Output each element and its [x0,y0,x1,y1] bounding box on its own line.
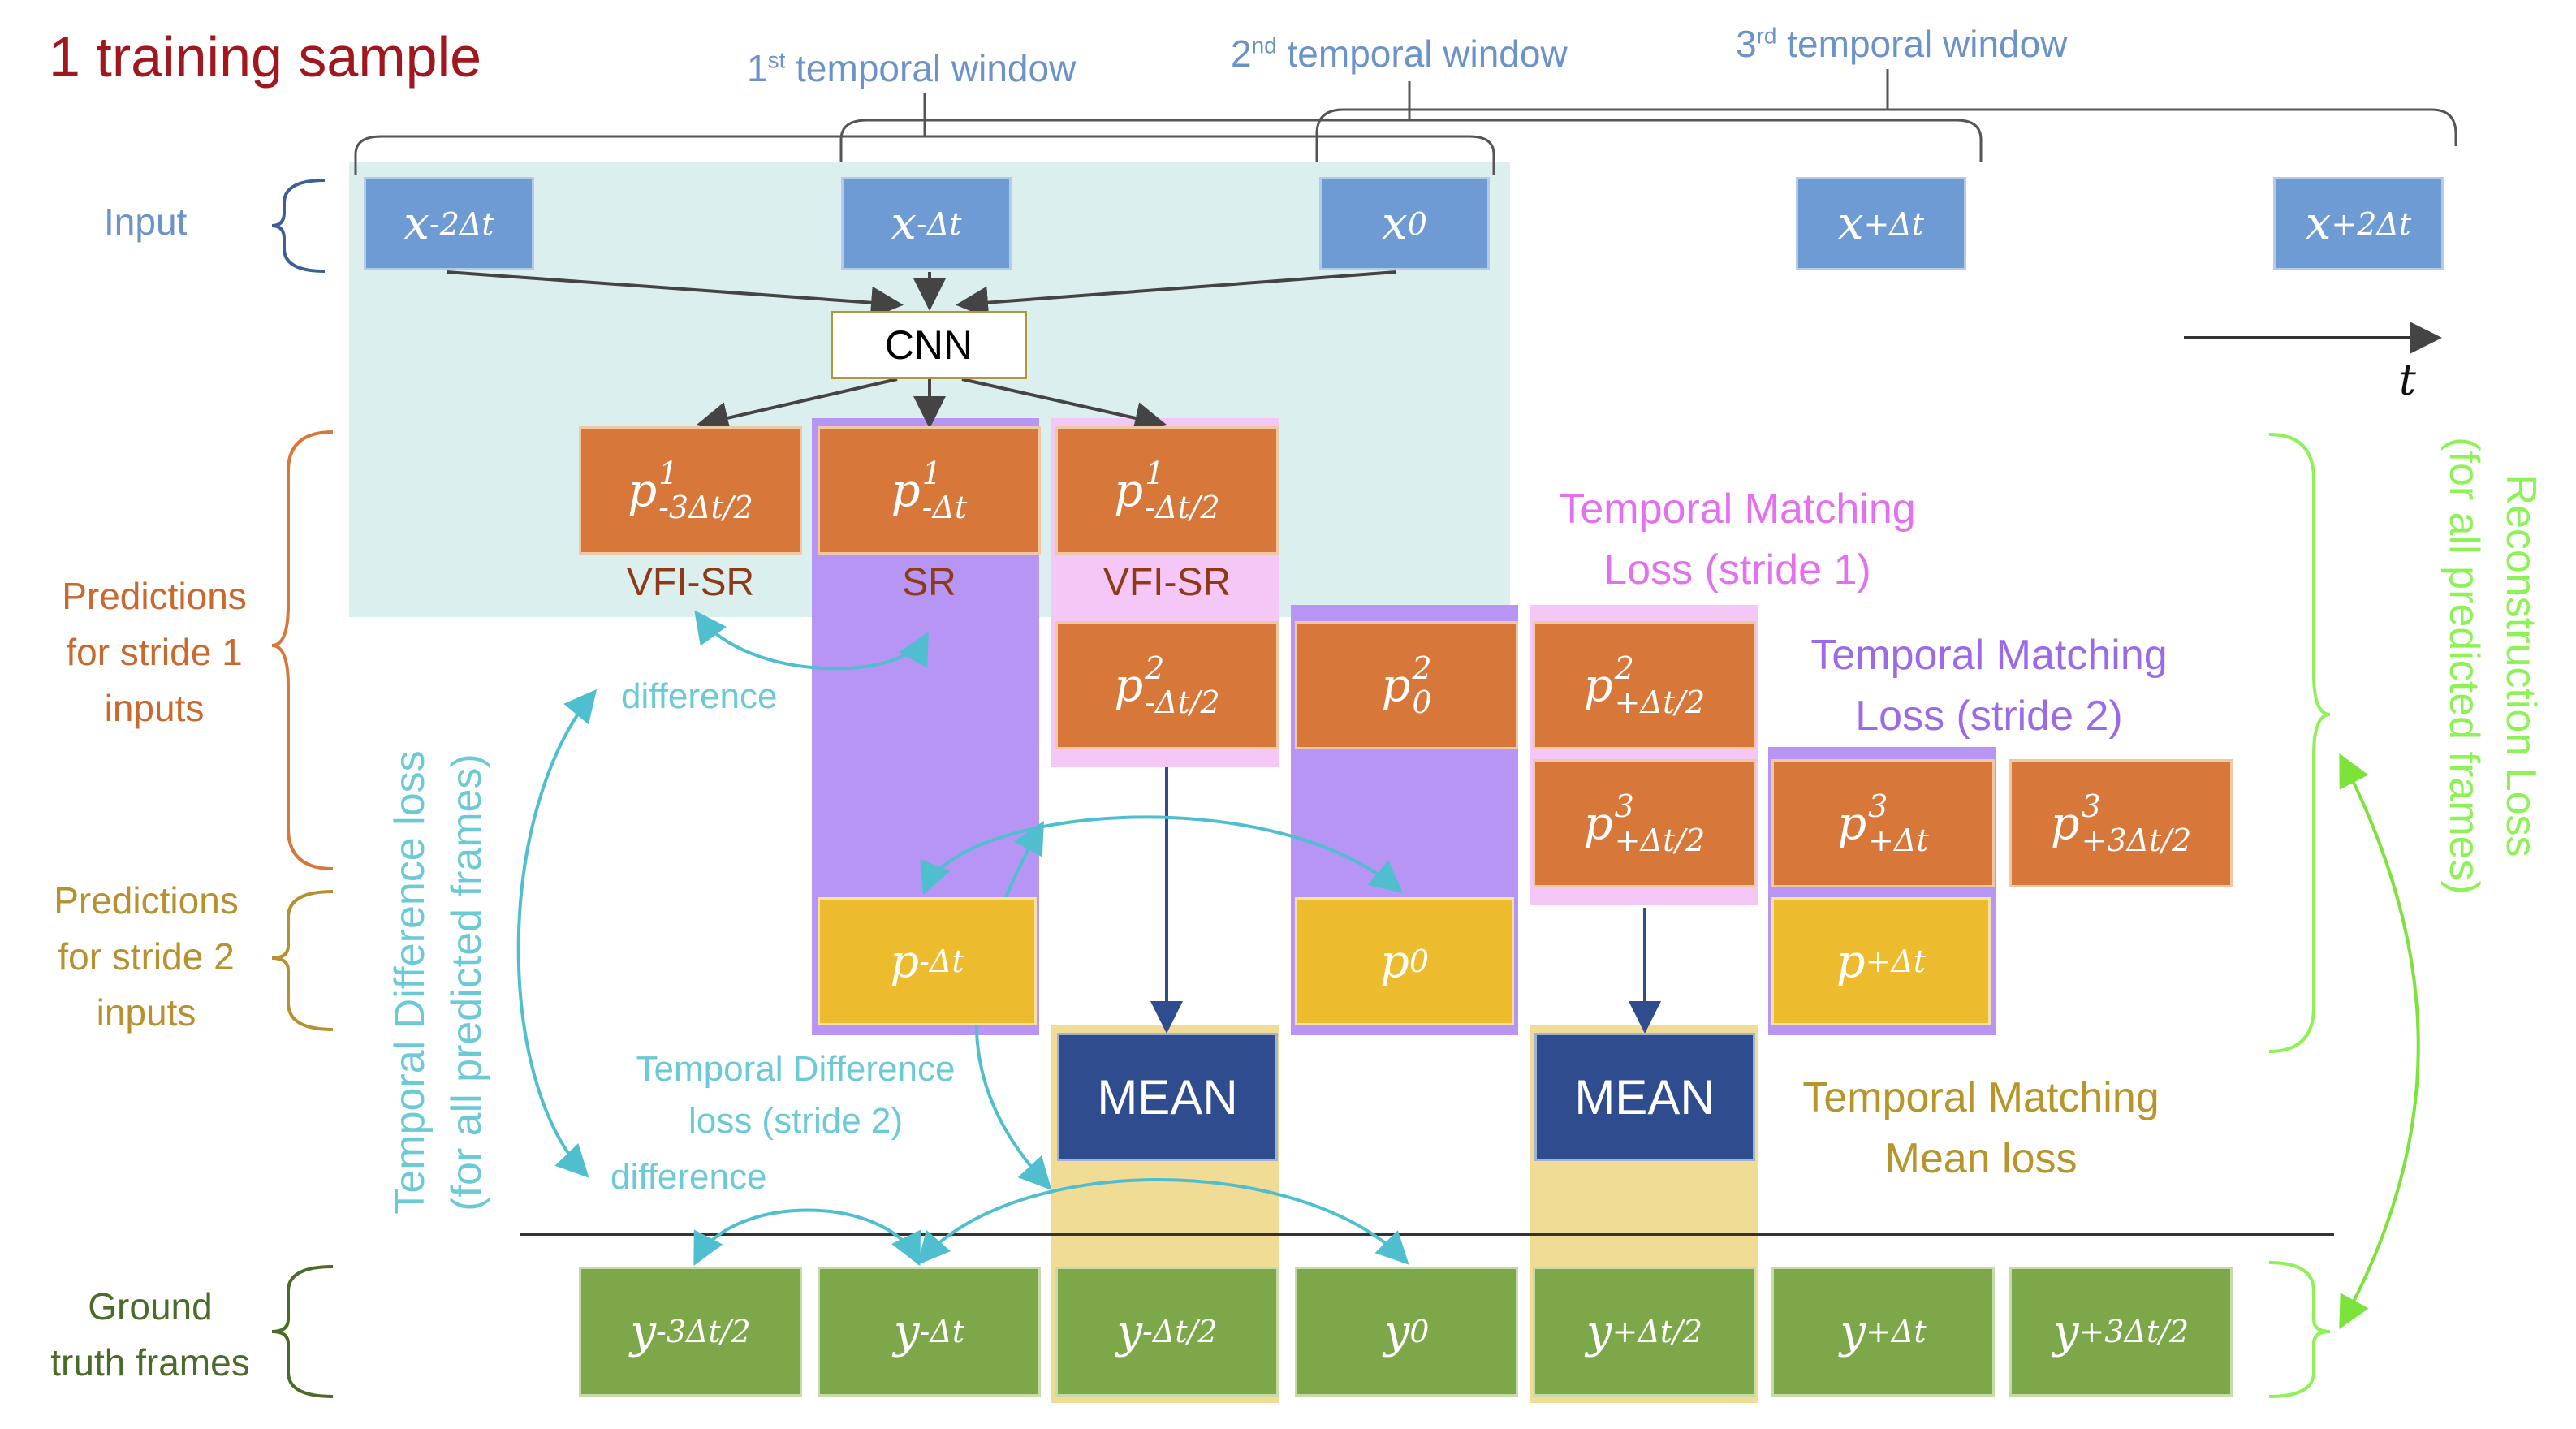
window1-bracket [354,93,1495,175]
recon-brace [2268,433,2331,1398]
recon-label: Reconstruction Loss (for all predicted f… [2440,437,2545,895]
stride2-prediction-frame: p-Δt [818,897,1037,1025]
gt-brace [271,1265,334,1398]
window3-bracket [1315,69,2457,162]
gt-frame: y+Δt/2 [1533,1267,1756,1397]
recon-arrow [2339,753,2420,1330]
cnn-input-arrows [446,270,1397,319]
input-frame: x+2Δt [2273,177,2444,270]
vfi-sr-label: VFI-SR [626,561,755,604]
tm-mean-label: Temporal Matching Mean loss [1802,1074,2160,1183]
vfi-sr-label: VFI-SR [1102,561,1232,604]
window-label-1: 1st temporal window [747,47,1077,89]
window-label-3: 3rd temporal window [1736,23,2068,65]
input-label: Input [104,201,188,243]
input-frame: x-Δt [841,177,1012,270]
tm-stride2-label: Temporal Matching Loss (stride 2) [1810,632,2168,740]
gt-frame: y-Δt [818,1267,1041,1397]
stride2-label: Predictions for stride 2 inputs [54,879,239,1034]
td-arrows [516,610,1409,1267]
gt-label: Ground truth frames [50,1285,250,1384]
stride2-brace [271,890,334,1031]
mean-block: MEAN [1057,1033,1278,1161]
td-all-label: Temporal Difference loss (for all predic… [386,750,490,1215]
input-frame: x-2Δt [364,177,534,270]
window2-bracket [839,81,1983,162]
gt-frame: y-3Δt/2 [579,1267,802,1397]
stride1-label: Predictions for stride 1 inputs [62,575,247,729]
cnn-output-arrows [696,378,1167,434]
cnn-block: CNN [831,311,1027,379]
input-frame: x+Δt [1796,177,1966,270]
difference-label-lower: difference [611,1157,767,1197]
page-title: 1 training sample [49,25,482,89]
stride2-prediction-frame: p+Δt [1771,897,1991,1025]
mean-block: MEAN [1534,1033,1755,1161]
input-brace [271,179,326,273]
difference-label-upper: difference [621,676,778,716]
gt-frame: y+Δt [1771,1267,1995,1397]
stride1-brace [271,430,334,870]
sr-label: SR [902,561,956,604]
td-stride2-label: Temporal Difference loss (stride 2) [636,1049,956,1141]
window-label-2: 2nd temporal window [1231,32,1568,75]
gt-frame: y-Δt/2 [1055,1267,1279,1397]
gt-frame: y+3Δt/2 [2009,1267,2233,1397]
tm-stride1-label: Temporal Matching Loss (stride 1) [1559,486,1916,594]
time-axis-label: t [2399,356,2416,405]
